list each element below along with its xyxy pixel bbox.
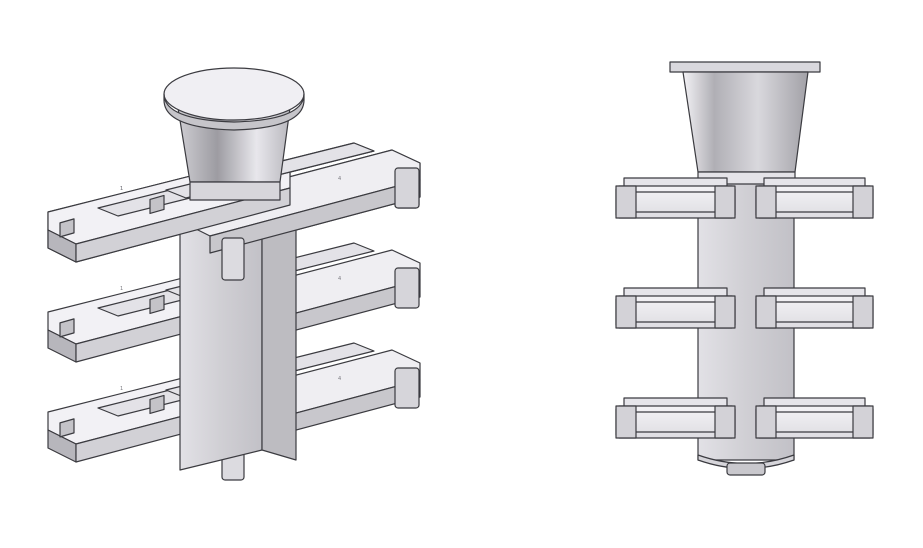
hook-notch-2 <box>149 394 165 415</box>
front-end-tab <box>221 237 245 281</box>
back-end-tab <box>394 367 420 409</box>
back-end-tab <box>394 167 420 209</box>
front-rail-side <box>75 187 291 263</box>
hook-notch-2 <box>149 194 165 215</box>
arm-end-block <box>852 185 874 219</box>
hook-notch-2 <box>149 294 165 315</box>
rung-mark: 1 <box>120 286 123 292</box>
front-arm-row-1-left <box>615 177 736 219</box>
arm-end-block <box>714 405 736 439</box>
hook-notch-1 <box>59 418 75 438</box>
pour-cup-body <box>682 71 809 173</box>
arm-end-block <box>714 185 736 219</box>
front-view <box>615 61 874 476</box>
bottom-nub <box>726 462 766 476</box>
front-arm-row-3-right <box>755 397 874 439</box>
arm-end-block <box>755 405 777 439</box>
rung-mark: 1 <box>120 186 123 192</box>
arm-end-block <box>615 405 637 439</box>
front-arm-row-3-left <box>615 397 736 439</box>
iso-pour-cup-neck <box>189 181 281 201</box>
arm-end-block <box>755 295 777 329</box>
back-rail-side <box>209 179 421 254</box>
rung-mark: 4 <box>338 376 341 382</box>
hook-notch-1 <box>59 318 75 338</box>
front-arm-row-2-right <box>755 287 874 329</box>
front-arm-row-2-left <box>615 287 736 329</box>
arm-end-block <box>615 295 637 329</box>
back-end-tab <box>394 267 420 309</box>
arm-end-block <box>852 405 874 439</box>
arm-end-block <box>852 295 874 329</box>
rung-mark: 4 <box>338 176 341 182</box>
arm-end-block <box>714 295 736 329</box>
hook-notch-1 <box>59 218 75 238</box>
arm-end-block <box>615 185 637 219</box>
iso-pour-cup-rim-edge <box>163 93 305 131</box>
front-arm-row-1-right <box>755 177 874 219</box>
isometric-view: 14141414 <box>47 67 421 481</box>
rung-mark: 1 <box>120 386 123 392</box>
rung-mark: 1 <box>120 186 123 192</box>
iso-pour-cup-rim-top <box>163 67 305 121</box>
arm-end-block <box>755 185 777 219</box>
rung-mark: 4 <box>338 276 341 282</box>
pour-cup-rim <box>669 61 821 73</box>
